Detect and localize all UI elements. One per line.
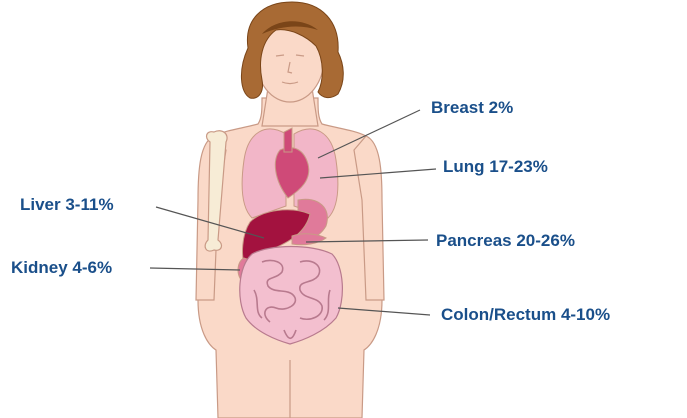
breast-label: Breast 2% [431, 98, 513, 118]
kidney-label: Kidney 4-6% [11, 258, 112, 278]
pancreas-label: Pancreas 20-26% [436, 231, 575, 251]
lung-label: Lung 17-23% [443, 157, 548, 177]
colon-label: Colon/Rectum 4-10% [441, 305, 610, 325]
liver-label: Liver 3-11% [20, 195, 114, 215]
